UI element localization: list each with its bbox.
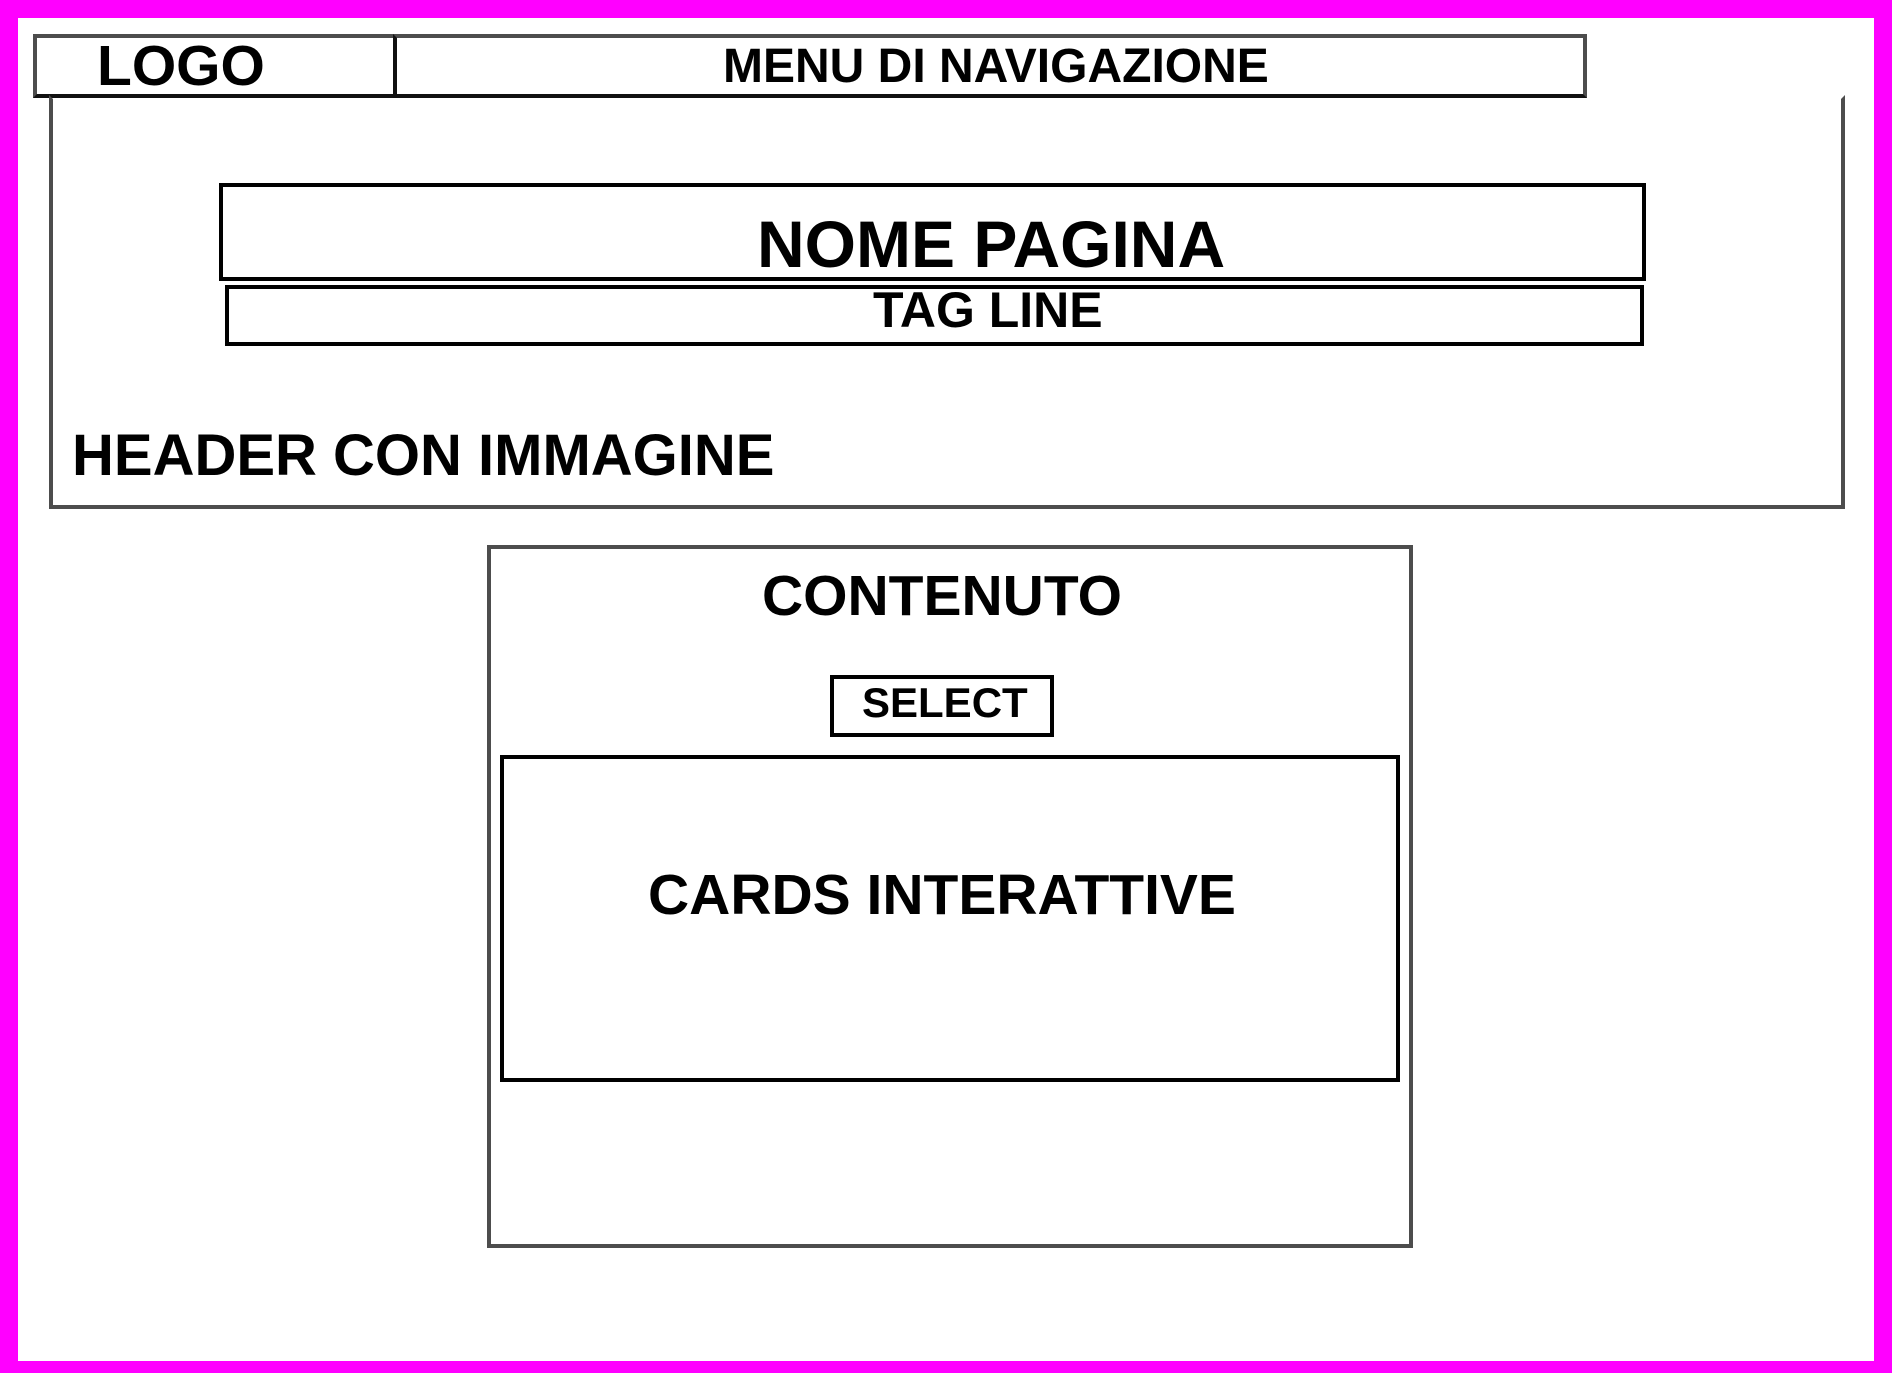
nav-menu-box[interactable] (393, 34, 1587, 98)
page-name-box (219, 183, 1646, 281)
logo-label: LOGO (97, 34, 265, 98)
tag-line-box (225, 285, 1644, 346)
header-label: HEADER CON IMMAGINE (72, 423, 775, 488)
select-dropdown[interactable] (830, 675, 1054, 737)
select-label: SELECT (862, 679, 1028, 726)
content-title: CONTENUTO (762, 564, 1122, 628)
content-box (487, 545, 1413, 1248)
page-name-label: NOME PAGINA (757, 207, 1226, 281)
interactive-cards-box[interactable] (500, 755, 1400, 1082)
tag-line-label: TAG LINE (873, 282, 1103, 338)
nav-menu-label: MENU DI NAVIGAZIONE (723, 40, 1269, 93)
wireframe-canvas (18, 18, 1874, 1361)
interactive-cards-label: CARDS INTERATTIVE (648, 863, 1236, 927)
header-image-box (49, 95, 1845, 509)
